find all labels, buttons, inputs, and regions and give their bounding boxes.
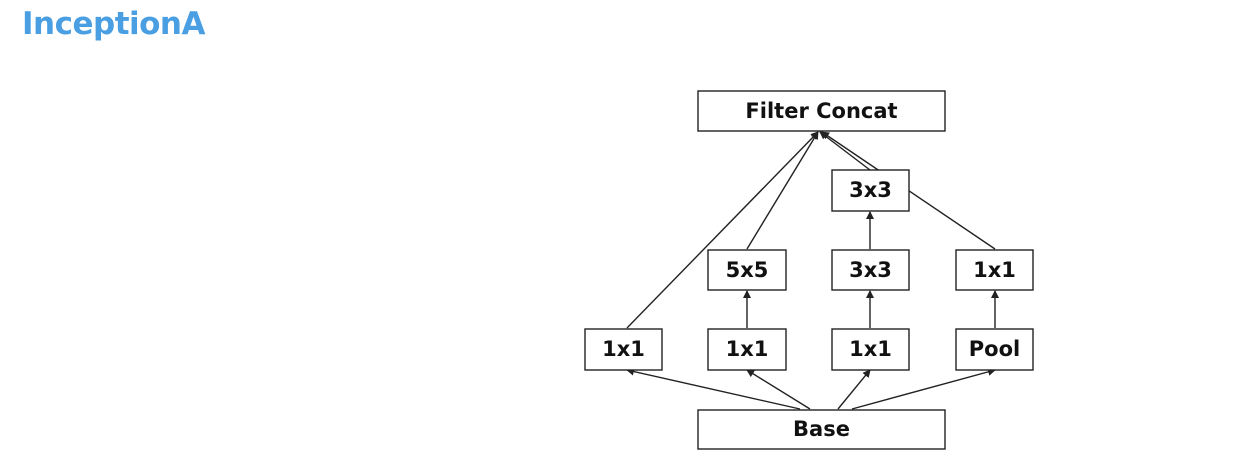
node-label: 5x5 (726, 258, 769, 282)
node-label: 1x1 (602, 337, 645, 361)
edge-5x5-to-concat (746, 131, 819, 250)
edge-3x3-top-to-concat (819, 131, 871, 171)
node-label: Pool (969, 337, 1020, 361)
node-3x3-top: 3x3 (831, 169, 910, 212)
node-label: Filter Concat (745, 99, 897, 123)
node-1x1-pool: 1x1 (955, 249, 1034, 291)
node-pool: Pool (955, 328, 1034, 371)
edge-base-to-pool (851, 367, 996, 410)
node-filter-concat: Filter Concat (697, 90, 946, 132)
node-1x1-b: 1x1 (707, 328, 787, 371)
node-1x1-c: 1x1 (831, 328, 910, 371)
node-label: 3x3 (849, 258, 892, 282)
edge-1x1-a-to-concat (626, 131, 819, 329)
node-5x5: 5x5 (707, 249, 787, 291)
node-label: 1x1 (849, 337, 892, 361)
node-3x3-mid: 3x3 (831, 249, 910, 291)
node-label: 1x1 (726, 337, 769, 361)
edge-base-to-1x1-b (746, 369, 811, 410)
node-base: Base (697, 409, 946, 450)
page-title: InceptionA (22, 6, 206, 42)
node-label: Base (793, 417, 850, 441)
node-label: 1x1 (973, 258, 1016, 282)
node-1x1-a: 1x1 (584, 328, 663, 371)
edge-base-to-1x1-a (626, 367, 801, 410)
edge-base-to-1x1-c (837, 369, 871, 410)
node-label: 3x3 (849, 178, 892, 202)
edges (626, 131, 999, 410)
